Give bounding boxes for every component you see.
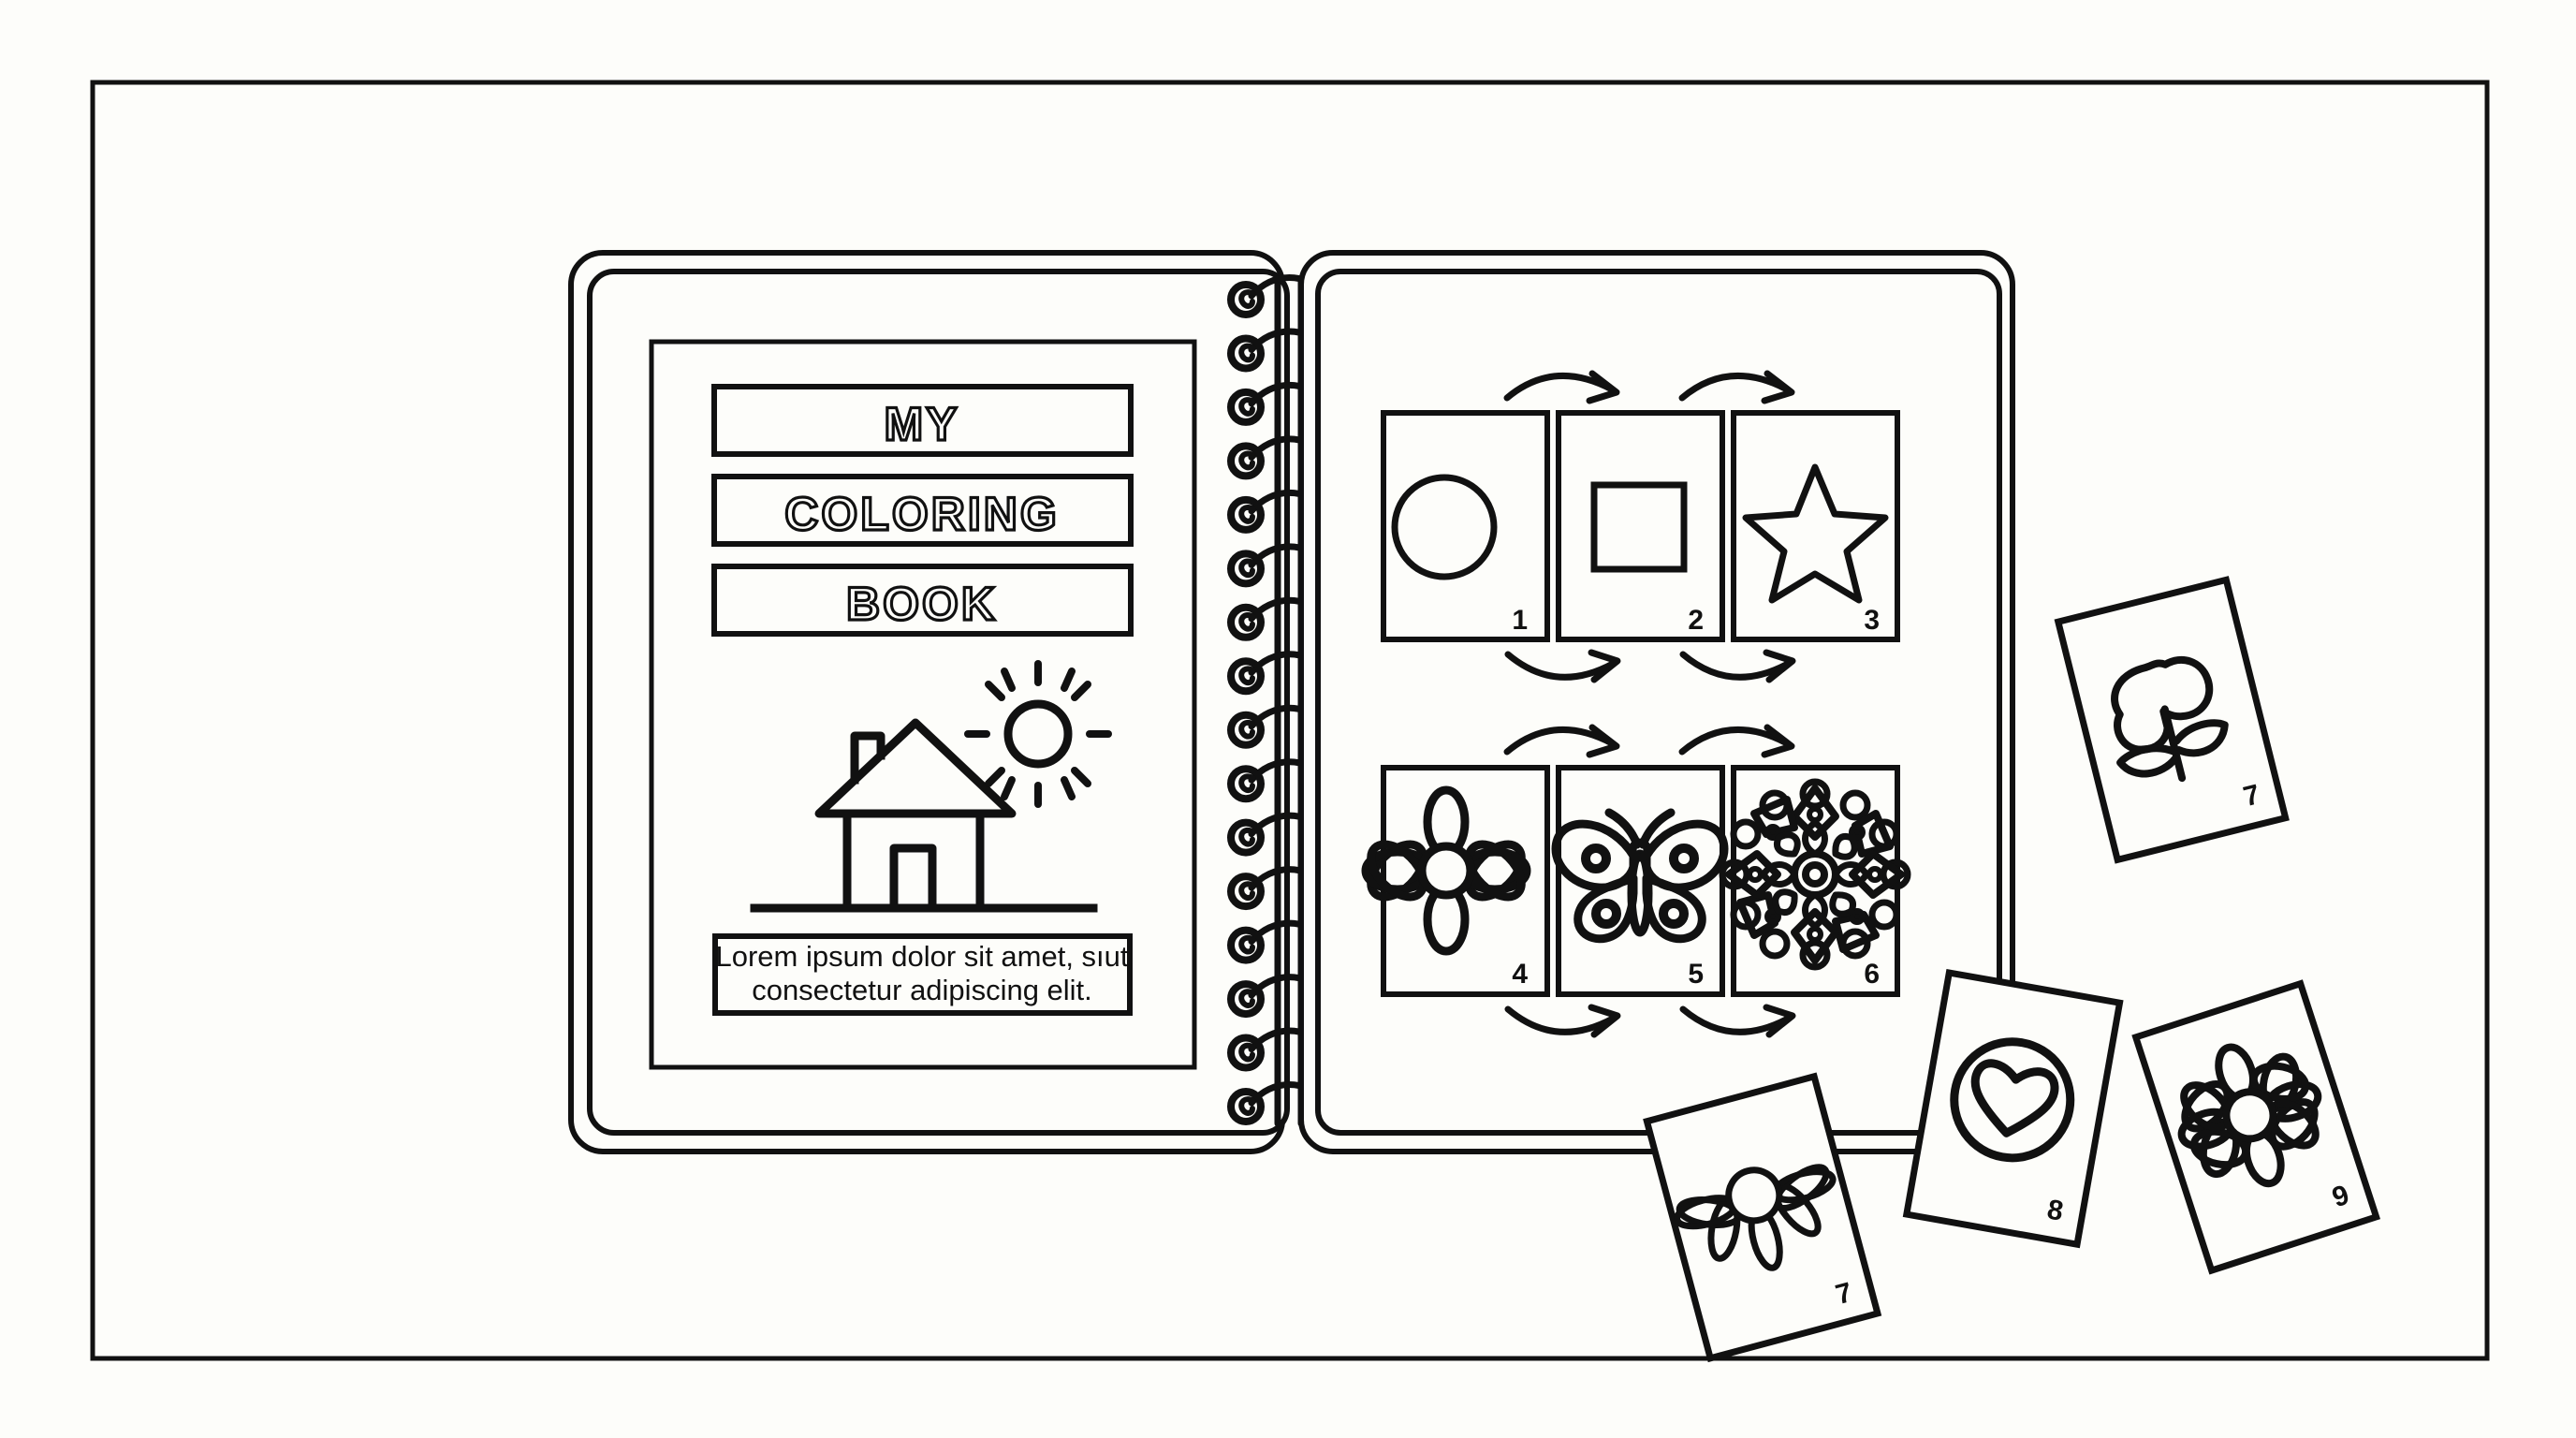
left-page: MY COLORING BOOK [568,250,1290,1154]
title-bar-2 [711,474,1134,547]
sun-icon [964,660,1112,808]
spiral-coil-left [1227,873,1265,911]
grid-card-3-border [1731,410,1900,642]
butterfly-icon [1551,808,1729,944]
spiral-coil-left [1227,818,1265,857]
spiral-coil-left [1227,550,1265,588]
title-line-1: MY [885,398,960,450]
mandala-icon [1719,778,1911,971]
loose-card-9-rosette[interactable]: 9 [2131,979,2381,1275]
curved-arrow-icon [1503,370,1620,404]
grid-card-1-number: 1 [1512,605,1528,636]
spiral-coil-left [1227,765,1265,803]
loose-card-8-heart[interactable]: 8 [1902,968,2124,1249]
cover-illustration [750,660,1112,913]
caption-line-2: consectetur adipiscing elit. [752,974,1092,1006]
grid-card-2-number: 2 [1688,605,1704,636]
left-page-inner-frame [649,339,1197,1070]
curved-arrow-icon [1678,724,1795,758]
loose-card-8-number: 8 [2045,1194,2066,1226]
curved-arrow-icon [1504,1004,1621,1038]
spiral-coil-left [1227,980,1265,1019]
loose-card-8-border [1902,968,2124,1249]
outer-frame-border [90,80,2490,1361]
row-2-arrows [1503,724,1796,1038]
curved-arrow-icon [1679,649,1796,683]
house-icon [750,718,1098,913]
card-grid-row-1: 1 2 3 [1381,370,1900,683]
title-block: MY COLORING BOOK [711,384,1134,637]
spiral-coil-left [1227,281,1265,318]
curved-arrow-icon [1678,370,1795,404]
spiral-coil-left [1227,388,1265,426]
spiral-coil-left [1227,926,1265,964]
spiral-coil-left [1227,495,1265,534]
heart-in-circle-icon [1950,1037,2075,1163]
right-page-outline [1315,269,2002,1136]
grid-card-1[interactable]: 1 [1381,410,1550,642]
open-coloring-book: MY COLORING BOOK [568,250,2015,1154]
title-bar-1 [711,384,1134,457]
grid-card-4-number: 4 [1512,959,1528,990]
loose-card-7-sunflower[interactable]: 7 [1643,1072,1882,1363]
loose-card-7-border [2054,576,2290,864]
caption-border [712,933,1133,1016]
grid-card-4[interactable]: 4 [1361,765,1550,997]
square-icon [1590,481,1688,573]
card-grid-row-2: 4 [1361,724,1911,1038]
spiral-coil-left [1227,442,1265,480]
spiral-coil-left [1227,657,1265,696]
grid-card-1-border [1381,410,1550,642]
star-icon [1742,463,1889,604]
grid-card-2[interactable]: 2 [1556,410,1725,642]
grid-card-3[interactable]: 3 [1731,410,1900,642]
grid-card-5[interactable]: 5 [1551,765,1729,997]
grid-card-6[interactable]: 6 [1719,765,1911,997]
caption-line-1: Lorem ipsum dolor sit amet, sıut [715,940,1128,973]
spiral-coil-left [1227,603,1265,641]
grid-card-5-number: 5 [1688,959,1704,990]
spiral-coil-left [1227,1088,1265,1125]
right-page: 1 2 3 [1298,250,2015,1154]
title-bar-3 [711,564,1134,637]
tree-flower-icon [2111,656,2229,783]
loose-card-7-tree[interactable]: 7 [2054,576,2290,864]
spiral-coil-left [1227,334,1265,373]
curved-arrow-icon [1679,1004,1796,1038]
title-line-2: COLORING [784,488,1059,540]
grid-card-6-number: 6 [1864,959,1880,990]
curved-arrow-icon [1503,724,1620,758]
row-1-arrows [1503,370,1796,683]
title-line-3: BOOK [846,578,998,630]
curved-arrow-icon [1504,649,1621,683]
grid-card-3-number: 3 [1864,605,1880,636]
spiral-coil-left [1227,1034,1265,1072]
circle-icon [1391,474,1498,580]
spiral-coil-left [1227,711,1265,749]
grid-card-2-border [1556,410,1725,642]
caption-box: Lorem ipsum dolor sit amet, sıut consect… [712,933,1133,1016]
